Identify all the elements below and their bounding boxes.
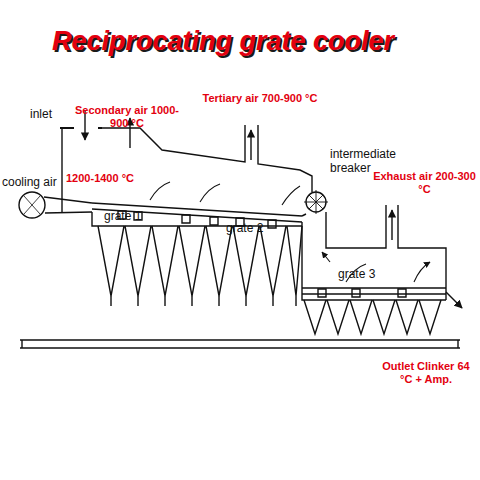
inlet-edge <box>60 127 102 129</box>
clinker-outlet-arrow <box>446 292 462 308</box>
hopper <box>98 226 302 296</box>
outlet-temperature-label: Outlet Clinker 64 °C + Amp. <box>376 360 476 385</box>
hopper-outlet <box>111 296 296 306</box>
under-grate-chamber <box>302 222 446 300</box>
air-chamber-box <box>318 289 406 297</box>
grate-label: grate 1 <box>104 210 164 224</box>
grate-label: grate 3 <box>338 268 398 282</box>
air-temperature-label: Exhaust air 200-300 °C <box>372 170 477 195</box>
air-flow-arrow <box>322 252 330 262</box>
part-label: cooling air <box>2 176 77 190</box>
tertiary-air-arrow <box>250 130 251 160</box>
air-flow-arrow <box>150 182 430 282</box>
breaker-teeth <box>304 190 328 214</box>
fan-blades <box>24 196 40 214</box>
drag-chain-conveyor <box>20 340 460 348</box>
cooling-fan <box>19 192 45 218</box>
part-label: inlet <box>30 108 70 122</box>
air-temperature-label: Tertiary air 700-900 °C <box>200 92 320 105</box>
exhaust-air-arrow <box>391 210 392 240</box>
temperature-label: 1200-1400 °C <box>66 172 156 185</box>
cooler-housing <box>62 125 312 212</box>
grate-label: grate 2 <box>226 222 286 236</box>
air-temperature-label: Secondary air 1000-900 °C <box>72 104 182 129</box>
air-duct <box>44 197 92 213</box>
hopper <box>304 300 441 334</box>
diagram-title: Reciprocating grate cooler <box>52 26 394 57</box>
cooler-housing <box>302 205 446 300</box>
